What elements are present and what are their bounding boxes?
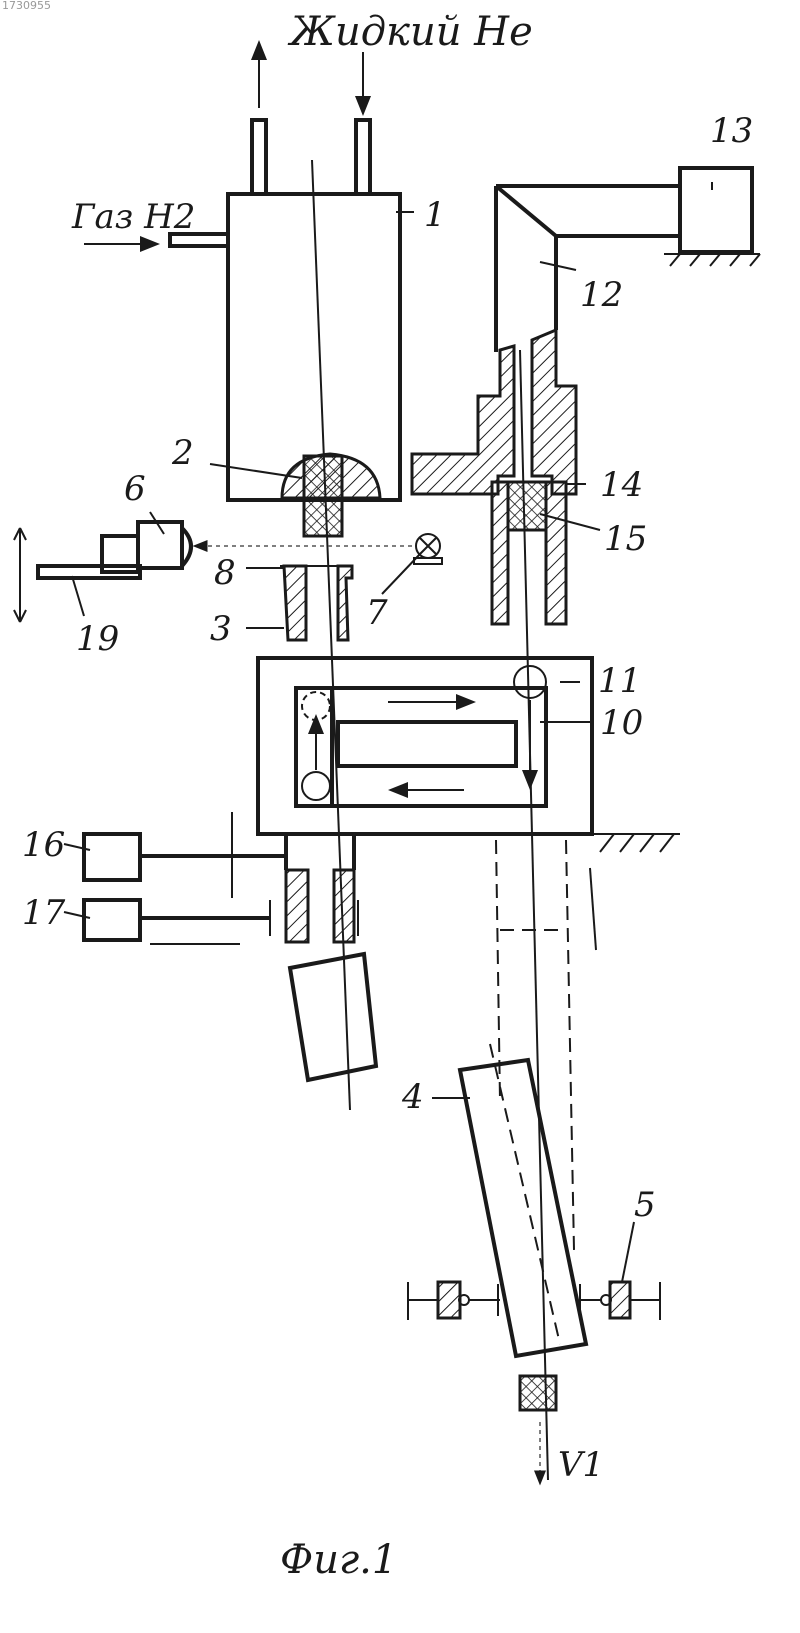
- label-1: 1: [424, 198, 446, 232]
- label-19: 19: [76, 622, 119, 656]
- nozzle-3: [280, 566, 352, 640]
- label-4: 4: [402, 1080, 424, 1114]
- output-velocity: V1: [558, 1448, 604, 1482]
- label-11: 11: [598, 664, 641, 698]
- figure-caption: Фиг.1: [280, 1540, 397, 1580]
- label-5: 5: [634, 1188, 656, 1222]
- input-liquid-he: Жидкий Не: [290, 12, 533, 52]
- light-source-7: [200, 534, 442, 564]
- holder-14: [412, 330, 576, 624]
- label-2: 2: [172, 436, 194, 470]
- tube-4: [460, 840, 596, 1356]
- label-7: 7: [366, 596, 388, 630]
- label-16: 16: [22, 828, 65, 862]
- label-17: 17: [22, 896, 65, 930]
- label-8: 8: [214, 556, 236, 590]
- label-15: 15: [604, 522, 647, 556]
- cryostat-1: [84, 50, 400, 536]
- label-10: 10: [600, 706, 643, 740]
- label-12: 12: [580, 278, 623, 312]
- camera-6: [14, 522, 191, 622]
- holders-5: [408, 1282, 660, 1320]
- input-gas-h2: Газ Н2: [72, 200, 195, 234]
- label-13: 13: [710, 114, 753, 148]
- label-6: 6: [124, 472, 146, 506]
- pellet-output: [520, 1376, 556, 1410]
- label-3: 3: [210, 612, 232, 646]
- doc-number: 1730955: [2, 0, 51, 11]
- drive-16-17: [84, 812, 376, 1080]
- channel-12: [496, 168, 760, 352]
- label-14: 14: [600, 468, 643, 502]
